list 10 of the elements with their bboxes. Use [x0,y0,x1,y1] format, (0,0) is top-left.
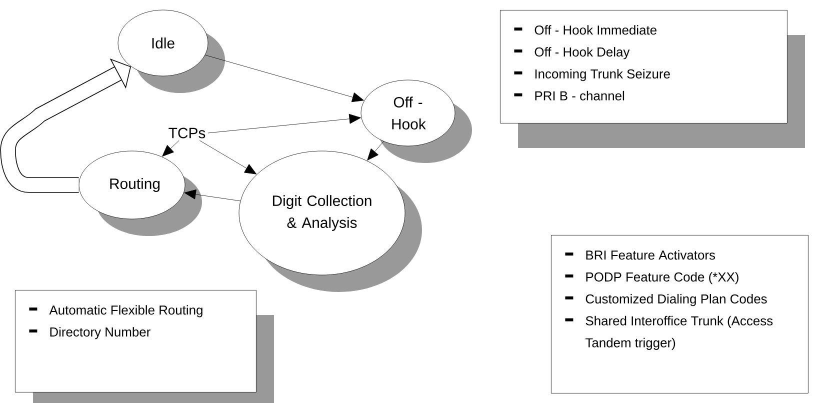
bullet-list-box: Off - Hook Immediate Off - Hook Delay Incoming Trunk Seizure PRI B - channel [500,10,805,148]
bullet-list-box: BRI Feature Activators PODP Feature Code (*XX) Customized Dialing Plan Codes Shared Interoffice Trunk (Access Tandem trigger) [551,235,808,394]
arrow [367,141,384,160]
arrow [204,54,364,102]
arrow [199,140,257,174]
arrow [162,140,180,157]
bullet-list-box: Automatic Flexible Routing Directory Number [15,290,274,403]
label-text: TCPs [168,128,206,138]
arrow [184,189,241,202]
arrow [208,114,361,134]
